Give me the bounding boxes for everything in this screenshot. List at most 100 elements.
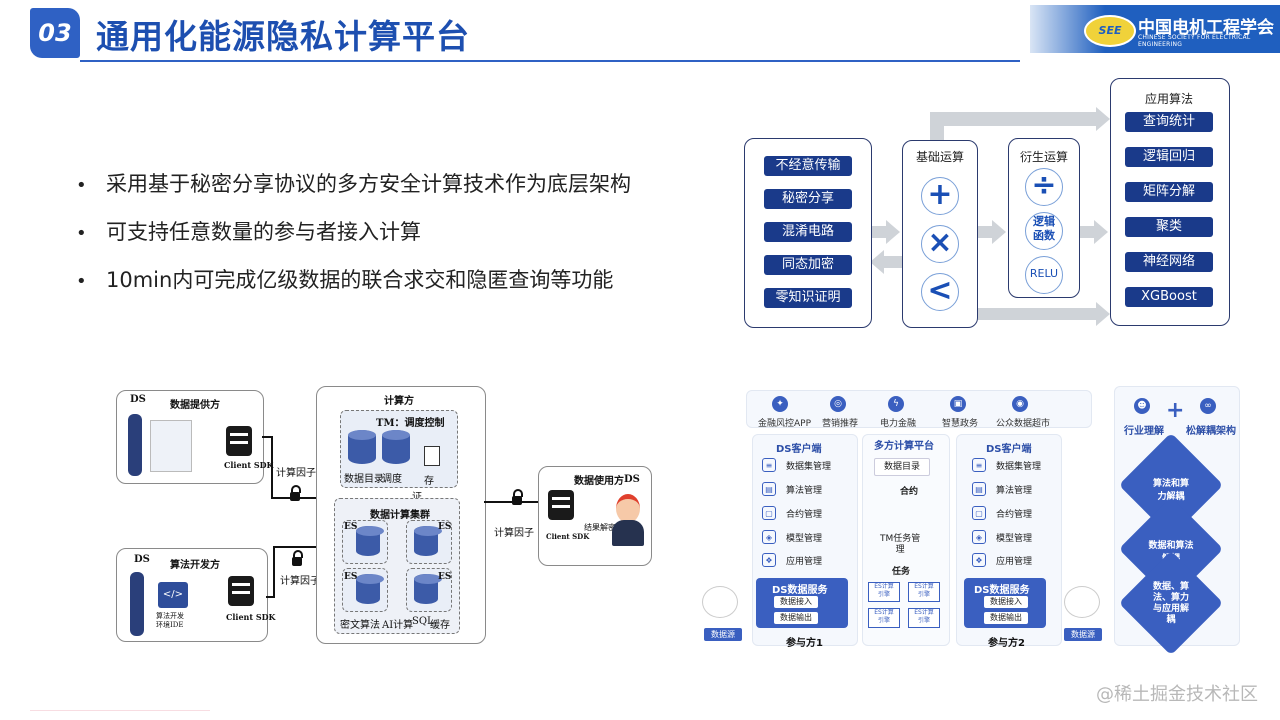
right-item: 模型管理 bbox=[996, 534, 1033, 544]
es-label: ES bbox=[344, 522, 358, 532]
app-label: 电力金融 bbox=[880, 419, 917, 429]
arrow-right-icon bbox=[1094, 220, 1108, 244]
right-item: 应用管理 bbox=[996, 557, 1033, 567]
datasource-label: 数据源 bbox=[704, 628, 742, 641]
bullet-item: •10min内可完成亿级数据的联合求交和隐匿查询等功能 bbox=[76, 264, 613, 294]
cluster-item: AI计算 bbox=[382, 620, 414, 631]
es-label: ES bbox=[438, 522, 452, 532]
cluster-item: 缓存 bbox=[430, 620, 450, 631]
es-engine: ES计算 引擎 bbox=[908, 582, 940, 602]
cart-icon: ◉ bbox=[1012, 396, 1028, 412]
model-icon: ◈ bbox=[762, 530, 776, 544]
contract-icon: ▢ bbox=[972, 506, 986, 520]
logic-function-icon: 逻辑 函数 bbox=[1025, 212, 1063, 250]
protocol-pill: 秘密分享 bbox=[764, 189, 852, 209]
lock-icon bbox=[512, 489, 523, 505]
dataset-icon: ≡ bbox=[762, 458, 776, 472]
ide-label: 算法开发 环境IDE bbox=[156, 612, 184, 629]
bullet-text: 采用基于秘密分享协议的多方安全计算技术作为底层架构 bbox=[106, 172, 631, 196]
algorithm-icon: ▤ bbox=[762, 482, 776, 496]
factor-label: 计算因子 bbox=[494, 528, 534, 539]
app-label: 金融风控APP bbox=[758, 419, 812, 429]
bullet-text: 可支持任意数量的参与者接入计算 bbox=[106, 220, 421, 244]
protocol-pill: 零知识证明 bbox=[764, 288, 852, 308]
person-icon bbox=[128, 414, 142, 476]
data-in-button: 数据接入 bbox=[774, 596, 818, 608]
app-pill: XGBoost bbox=[1125, 287, 1213, 307]
protocol-pill: 同态加密 bbox=[764, 255, 852, 275]
connector bbox=[870, 226, 888, 238]
dataset-icon: ≡ bbox=[972, 458, 986, 472]
algorithm-icon: ▤ bbox=[972, 482, 986, 496]
cluster-item: SQL bbox=[412, 616, 434, 627]
ds-client-title: DS客户端 bbox=[776, 444, 822, 455]
arrow-right-icon bbox=[992, 220, 1006, 244]
ds-service-title: DS数据服务 bbox=[772, 585, 828, 596]
server-icon bbox=[548, 490, 574, 520]
factor-label: 计算因子 bbox=[280, 576, 320, 587]
user-ds-label: DS bbox=[624, 474, 640, 485]
relu-icon: RELU bbox=[1025, 256, 1063, 294]
right-item: 数据集管理 bbox=[996, 462, 1042, 472]
app-pill: 神经网络 bbox=[1125, 252, 1213, 272]
lock-icon bbox=[290, 485, 301, 501]
data-out-button: 数据输出 bbox=[774, 612, 818, 624]
tm-item: 数据目录 bbox=[344, 474, 384, 485]
server-icon bbox=[226, 426, 252, 456]
database-icon bbox=[348, 430, 376, 464]
multiply-icon: × bbox=[921, 225, 959, 263]
bullet-text: 10min内可完成亿级数据的联合求交和隐匿查询等功能 bbox=[106, 268, 614, 292]
watermark: @稀土掘金技术社区 bbox=[1096, 684, 1258, 705]
left-item: 模型管理 bbox=[786, 534, 823, 544]
skyline-decoration bbox=[30, 680, 210, 711]
bullet-dot-icon: • bbox=[76, 175, 87, 196]
connector bbox=[884, 256, 902, 268]
connector-line bbox=[262, 436, 272, 438]
contract-label: 合约 bbox=[900, 487, 919, 497]
connector bbox=[978, 226, 994, 238]
apps-bar bbox=[746, 390, 1092, 428]
database-icon bbox=[414, 574, 442, 604]
user-body-icon bbox=[612, 520, 644, 546]
es-label: ES bbox=[438, 572, 452, 582]
app-manage-icon: ❖ bbox=[762, 553, 776, 567]
es-engine: ES计算 引擎 bbox=[868, 582, 900, 602]
left-item: 算法管理 bbox=[786, 486, 823, 496]
app-pill: 逻辑回归 bbox=[1125, 147, 1213, 167]
user-avatar-icon bbox=[616, 494, 640, 523]
right-item: 合约管理 bbox=[996, 510, 1033, 520]
left-item: 合约管理 bbox=[786, 510, 823, 520]
cluster-title: 数据计算集群 bbox=[370, 510, 430, 521]
connector-line bbox=[266, 596, 274, 598]
task-label: 任务 bbox=[892, 567, 911, 577]
section-number: 03 bbox=[30, 8, 80, 58]
party1-label: 参与方1 bbox=[786, 638, 823, 649]
connector-line bbox=[273, 546, 317, 548]
client-sdk-label: Client SDK bbox=[226, 612, 276, 622]
database-tool-icon bbox=[150, 420, 192, 472]
apps-title: 应用算法 bbox=[1144, 92, 1193, 106]
es-engine: ES计算 引擎 bbox=[908, 608, 940, 628]
see-logo-icon: SEE bbox=[1084, 15, 1136, 47]
lock-icon bbox=[292, 550, 303, 566]
developer-title: 算法开发方 bbox=[170, 560, 220, 571]
less-than-icon: < bbox=[921, 273, 959, 311]
document-icon bbox=[424, 446, 440, 466]
datasource-label: 数据源 bbox=[1064, 628, 1102, 641]
data-in-button: 数据接入 bbox=[984, 596, 1028, 608]
left-item: 应用管理 bbox=[786, 557, 823, 567]
connector-bottom bbox=[978, 308, 1098, 320]
user-title: 数据使用方 bbox=[574, 476, 624, 487]
data-out-button: 数据输出 bbox=[984, 612, 1028, 624]
code-icon: </> bbox=[158, 582, 188, 608]
architecture-label: 松解耦架构 bbox=[1186, 426, 1236, 437]
database-icon bbox=[382, 430, 410, 464]
factor-label: 计算因子 bbox=[276, 468, 316, 479]
database-icon bbox=[356, 574, 384, 604]
logo-chinese-name: 中国电机工程学会 bbox=[1138, 18, 1274, 38]
diamond-text: 算法和算 力解耦 bbox=[1152, 479, 1189, 502]
ds-client-title: DS客户端 bbox=[986, 444, 1032, 455]
building-icon: ▣ bbox=[950, 396, 966, 412]
es-engine: ES计算 引擎 bbox=[868, 608, 900, 628]
cluster-item: 密文算法 bbox=[340, 620, 380, 631]
